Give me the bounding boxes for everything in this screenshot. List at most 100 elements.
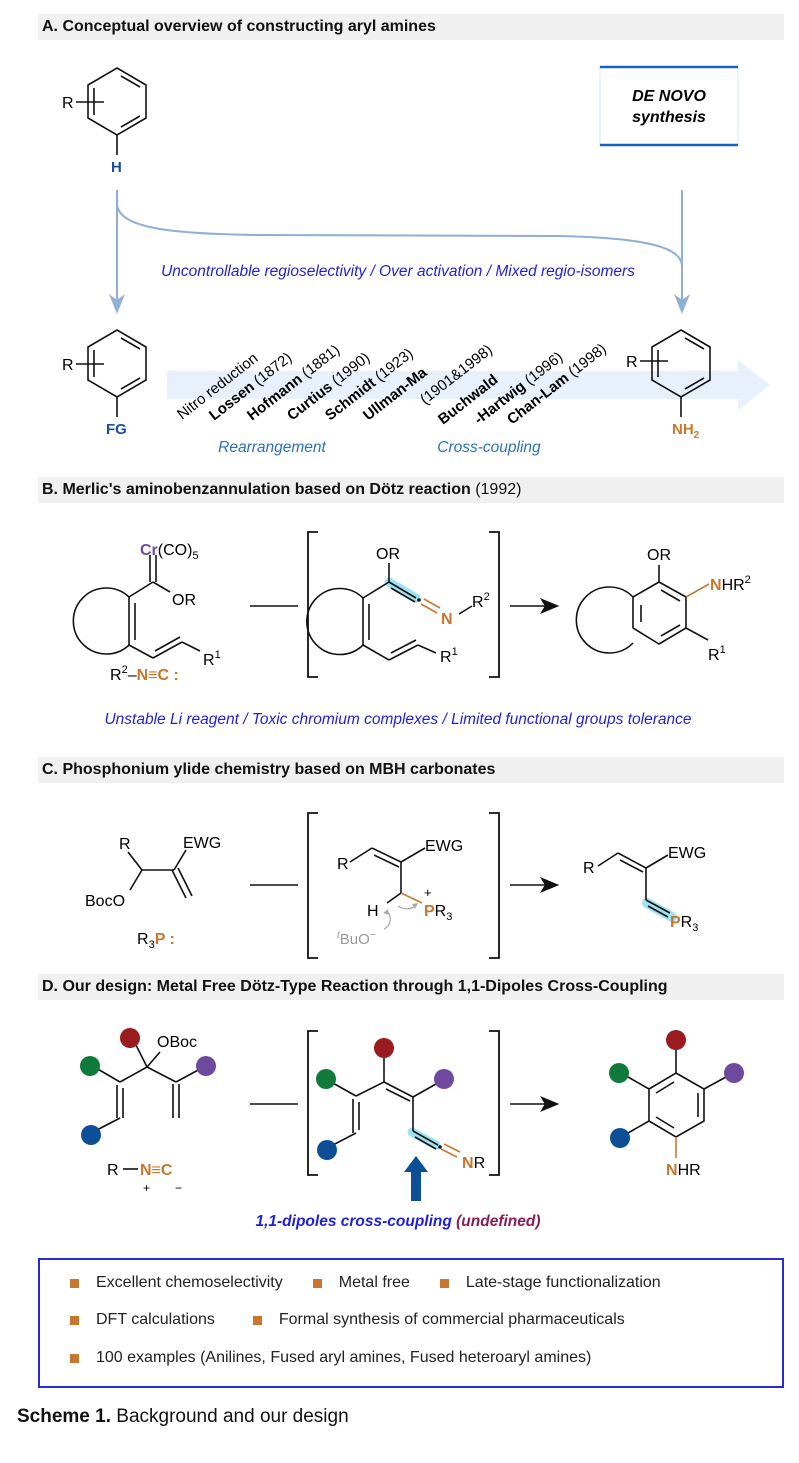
b-prod-r1: R1 (708, 644, 726, 664)
r-label: R (62, 95, 74, 112)
regioselectivity-problems: Uncontrollable regioselectivity / Over a… (161, 263, 635, 280)
b-or-label: OR (172, 592, 196, 609)
caption-label: Scheme 1. (17, 1406, 111, 1427)
b-inter-r2: R2 (472, 591, 490, 611)
bullet-icon (312, 1278, 322, 1288)
b-problems: Unstable Li reagent / Toxic chromium com… (104, 711, 691, 728)
d-bracket (307, 1030, 500, 1176)
d-isocyanide: R N≡C + − (107, 1162, 182, 1195)
d-iso-minus: − (175, 1181, 182, 1195)
d-aniline-product (609, 1030, 744, 1158)
section-b-year: (1992) (470, 481, 522, 498)
tert-butoxide-label: tBuO− (337, 929, 376, 948)
carbene-complex (72, 555, 201, 659)
c-boco-label: BocO (85, 893, 125, 910)
method-progress-arrow (167, 360, 770, 410)
c-prod-pr3: PR3 (670, 914, 698, 934)
section-a-header: A. Conceptual overview of constructing a… (38, 14, 784, 40)
b-product (575, 565, 710, 654)
features-box: Excellent chemoselectivity Metal free La… (38, 1258, 784, 1388)
features-row-2: DFT calculations Formal synthesis of com… (70, 1311, 655, 1329)
d-iso-r: R (107, 1162, 119, 1179)
c-inter-ewg: EWG (425, 838, 463, 855)
substituent-blue (81, 1125, 101, 1145)
feature-text: Late-stage functionalization (465, 1274, 661, 1291)
feature-text: Excellent chemoselectivity (96, 1274, 283, 1291)
b-inter-r1: R1 (440, 646, 458, 666)
d-inter-nr: NR (462, 1155, 485, 1172)
feature-item: Metal free (312, 1274, 410, 1292)
flow-arrows (109, 190, 690, 314)
d-iso-plus: + (143, 1181, 150, 1195)
scheme-caption: Scheme 1. Background and our design (17, 1406, 349, 1428)
feature-text: 100 examples (Anilines, Fused aryl amine… (96, 1349, 592, 1366)
b-prod-or: OR (647, 547, 671, 564)
aniline-nh2-label: NH2 (672, 421, 700, 441)
b-inter-n: N (441, 611, 453, 628)
bullet-icon (70, 1278, 79, 1288)
isocyanide-b: R2–N≡C : (110, 664, 179, 684)
group-cross-coupling: Cross-coupling (437, 439, 541, 456)
d-iso-nc: N≡C (140, 1162, 173, 1179)
ylide-product (597, 852, 677, 922)
c-r-label: R (119, 836, 131, 853)
feature-item: 100 examples (Anilines, Fused aryl amine… (70, 1349, 591, 1367)
caption-text: Background and our design (111, 1406, 349, 1427)
bullet-icon (439, 1278, 449, 1288)
denovo-subtitle: synthesis (632, 109, 706, 126)
arene-fg (76, 329, 147, 417)
feature-item: Late-stage functionalization (439, 1274, 661, 1292)
aniline-r-label: R (626, 354, 638, 371)
phosphine-label: R3P : (137, 931, 175, 951)
c-inter-h: H (367, 903, 379, 920)
section-a-title: A. Conceptual overview of constructing a… (42, 18, 436, 35)
ketenimine-intermediate (306, 563, 473, 661)
feature-text: Metal free (338, 1274, 410, 1291)
bullet-icon (70, 1315, 79, 1325)
c-bracket (307, 812, 500, 959)
bullet-icon (70, 1353, 79, 1363)
fg-r-label: R (62, 357, 74, 374)
aniline-product (640, 329, 711, 417)
arene-start (76, 67, 147, 155)
phosphonium-intermediate (349, 847, 426, 930)
section-c-title: C. Phosphonium ylide chemistry based on … (42, 761, 496, 778)
feature-item: DFT calculations (70, 1311, 215, 1329)
denovo-box (599, 65, 739, 147)
features-row-3: 100 examples (Anilines, Fused aryl amine… (70, 1349, 621, 1367)
section-d-header: D. Our design: Metal Free Dötz-Type Reac… (38, 974, 784, 1000)
feature-item: Excellent chemoselectivity (70, 1274, 283, 1292)
features-row-1: Excellent chemoselectivity Metal free La… (70, 1274, 691, 1292)
c-prod-ewg: EWG (668, 845, 706, 862)
feature-item: Formal synthesis of commercial pharmaceu… (252, 1311, 625, 1329)
c-ewg-label: EWG (183, 835, 221, 852)
substituent-red (120, 1028, 140, 1048)
section-b-title: B. Merlic's aminobenzannulation based on… (42, 481, 471, 498)
h-label: H (111, 159, 122, 176)
feature-text: DFT calculations (96, 1311, 215, 1328)
c-inter-pr3: PR3 (424, 903, 452, 923)
section-b-header: B. Merlic's aminobenzannulation based on… (38, 477, 784, 503)
c-inter-r: R (337, 856, 349, 873)
bullet-icon (252, 1315, 262, 1325)
c-inter-plus: + (424, 885, 432, 900)
b-prod-nhr2: NHR2 (710, 574, 751, 594)
d-highlight: 1,1-dipoles cross-coupling (undefined) (255, 1213, 540, 1230)
d-ketenimine-intermediate (316, 1038, 461, 1160)
d-substrate (80, 1028, 216, 1145)
d-oboc-label: OBoc (157, 1034, 197, 1051)
substituent-green (80, 1056, 100, 1076)
fg-label: FG (106, 421, 127, 438)
section-d-title: D. Our design: Metal Free Dötz-Type Reac… (42, 978, 668, 995)
d-prod-nhr: NHR (666, 1162, 701, 1179)
highlight-up-arrow (404, 1156, 428, 1201)
chromium-label: Cr(CO)5 (140, 542, 199, 562)
denovo-title: DE NOVO (632, 88, 706, 105)
b-inter-or: OR (376, 546, 400, 563)
section-c-header: C. Phosphonium ylide chemistry based on … (38, 757, 784, 783)
c-prod-r: R (583, 860, 595, 877)
mbh-carbonate (127, 849, 193, 899)
feature-text: Formal synthesis of commercial pharmaceu… (278, 1311, 625, 1328)
b-r1-label: R1 (203, 649, 221, 669)
